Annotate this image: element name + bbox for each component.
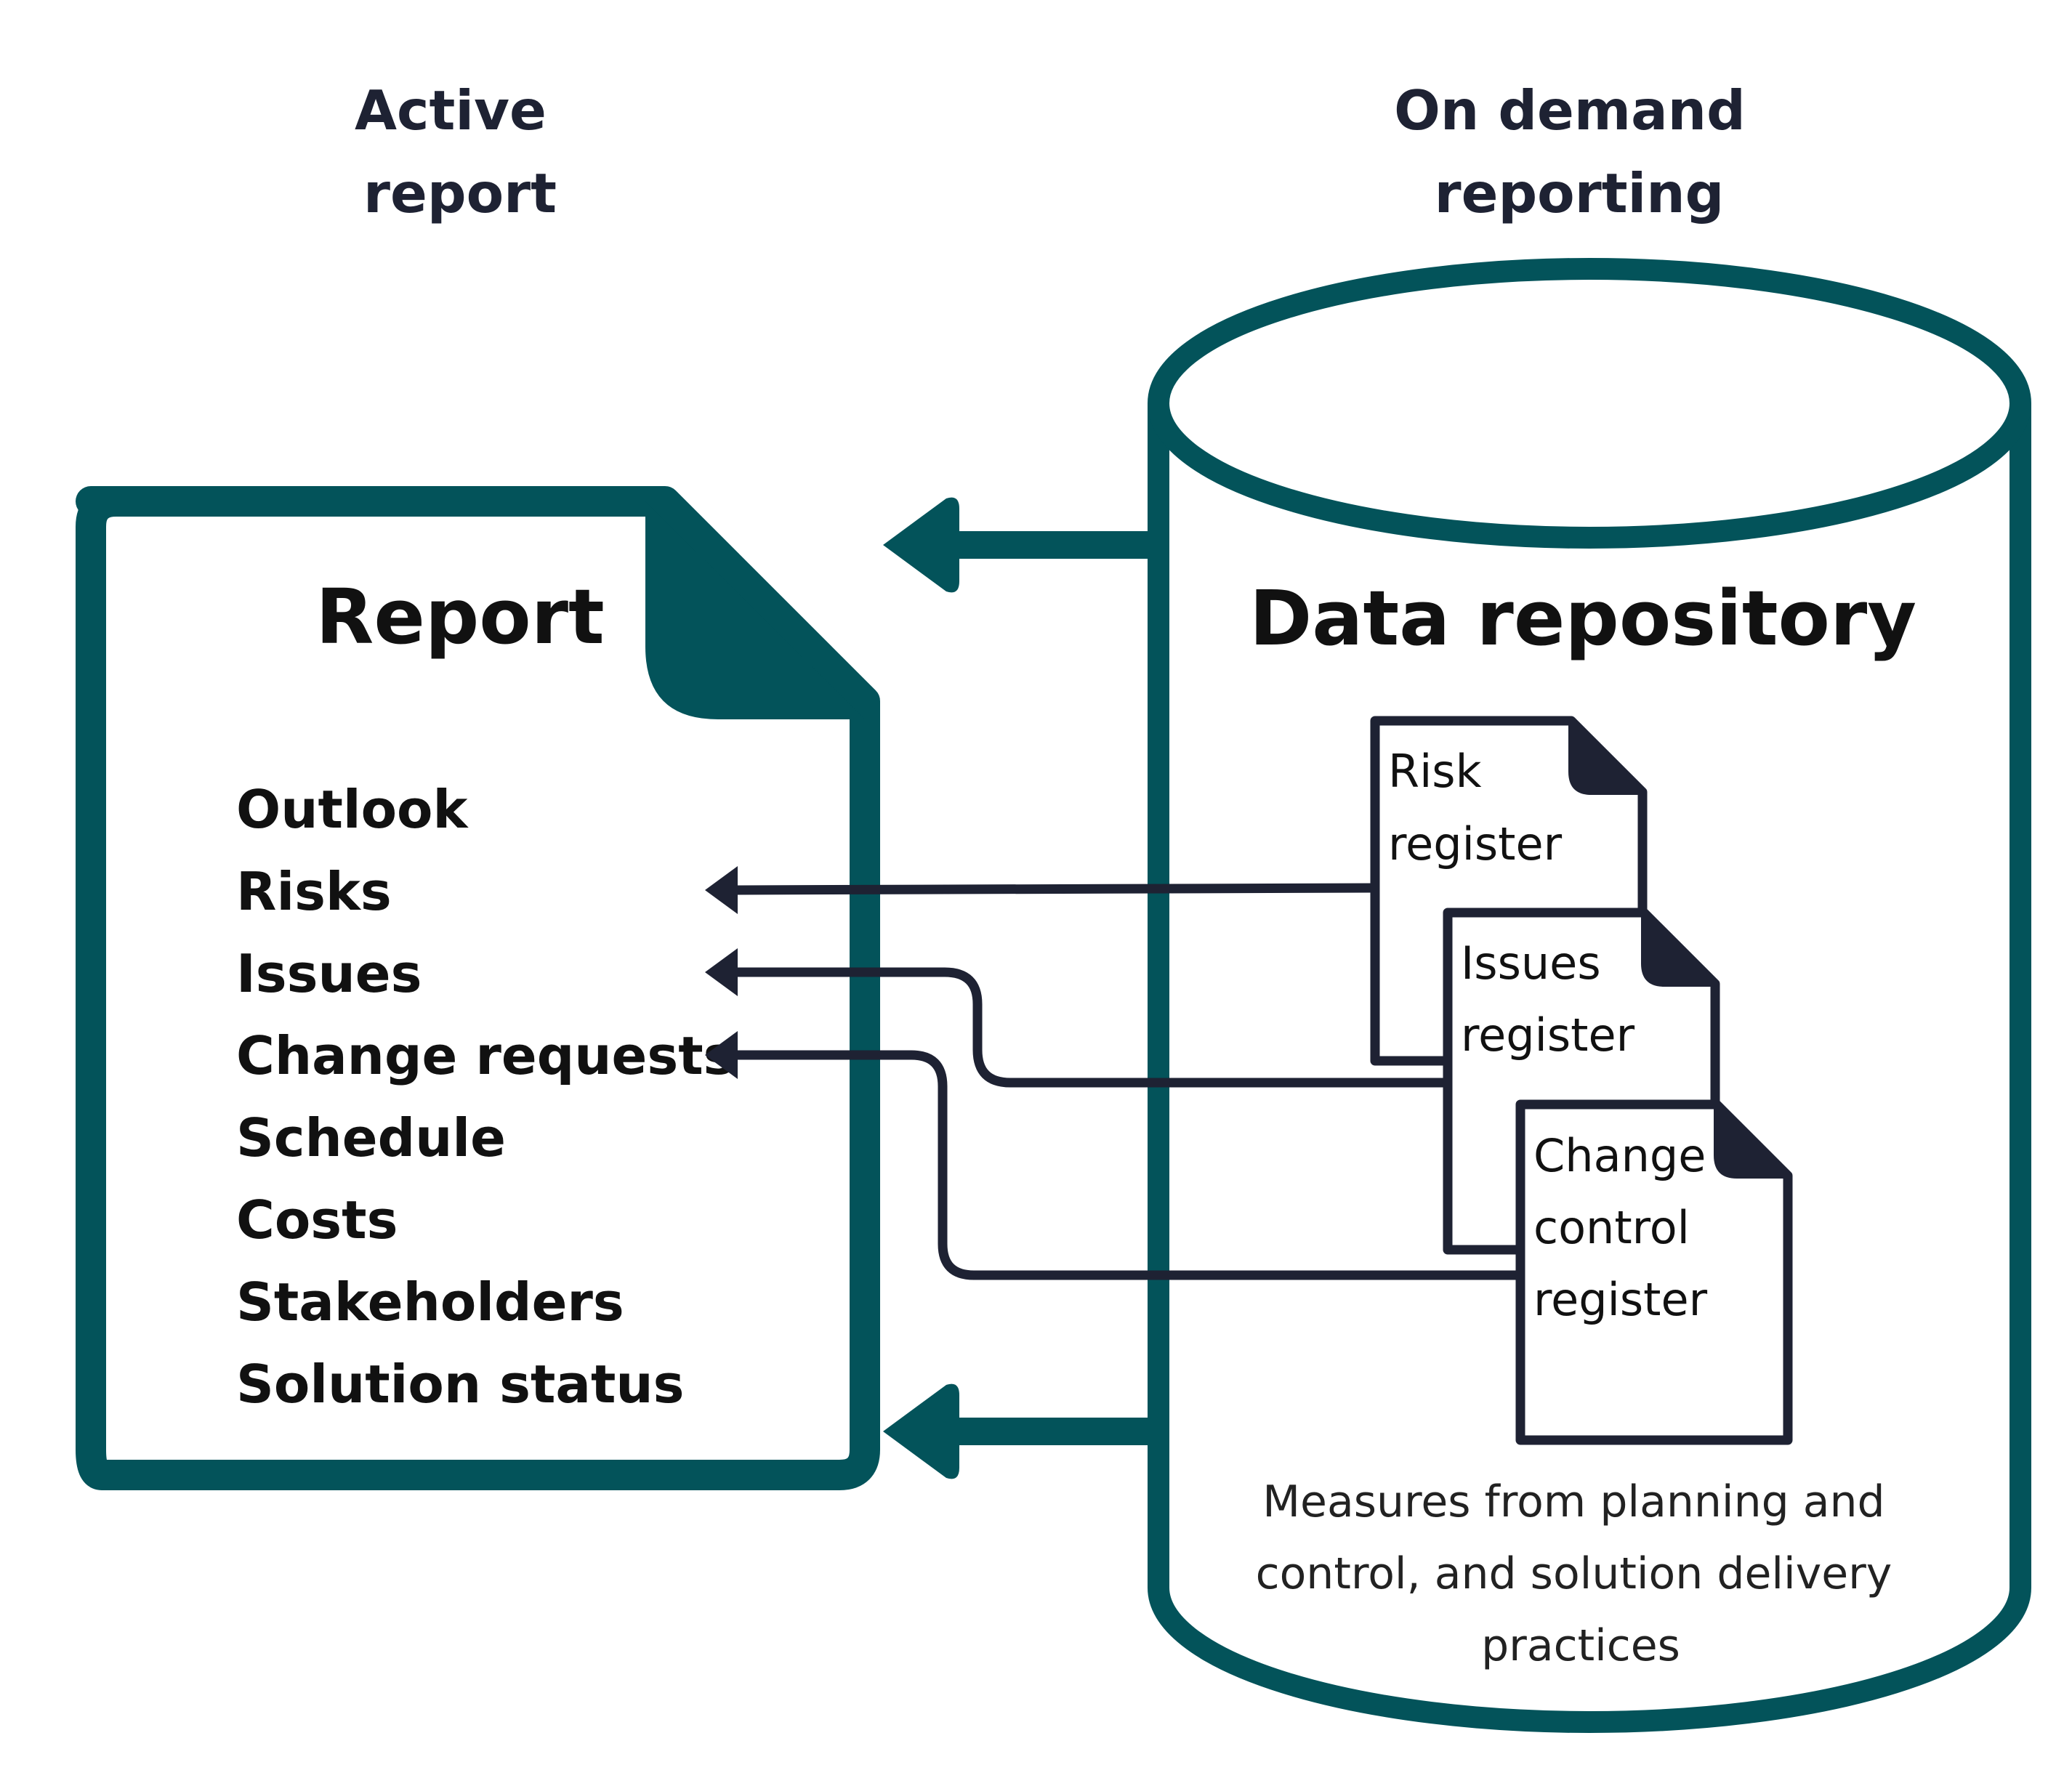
report-title: Report	[315, 573, 605, 661]
arrow-head-icon	[705, 866, 738, 914]
report-folded-corner-icon	[645, 501, 865, 719]
arrow-head-icon	[883, 1383, 959, 1479]
report-item-schedule: Schedule	[236, 1107, 506, 1168]
report-items-list: Outlook Risks Issues Change requests Sch…	[236, 779, 753, 1415]
change-control-register-connector	[705, 1031, 1519, 1280]
report-item-risks: Risks	[236, 861, 392, 922]
arrow-head-icon	[883, 497, 959, 593]
change-control-register-line-3: register	[1533, 1273, 1708, 1326]
issues-register-line-2: register	[1461, 1009, 1635, 1062]
active-heading-line-1: Active	[355, 78, 547, 142]
report-item-solution-status: Solution status	[236, 1354, 685, 1415]
data-repository-title: Data repository	[1249, 574, 1916, 663]
measures-line-2: control, and solution delivery	[1256, 1548, 1892, 1599]
cylinder-top-ellipse	[1148, 258, 2031, 549]
report-item-issues: Issues	[236, 943, 422, 1004]
repository-to-report-arrow-bottom	[883, 1383, 1158, 1479]
report-item-change-requests: Change requests	[236, 1025, 734, 1086]
active-heading-line-2: report	[363, 161, 557, 225]
document-fold-icon	[1568, 721, 1642, 795]
measures-caption: Measures from planning and control, and …	[1256, 1476, 1906, 1671]
document-fold-icon	[1714, 1104, 1788, 1179]
issues-register-connector	[705, 948, 1446, 1088]
data-repository-cylinder	[1148, 258, 2031, 1733]
report-document-icon	[76, 486, 880, 1490]
on-demand-reporting-heading: On demand reporting	[1394, 78, 1765, 225]
on-demand-heading-line-1: On demand	[1394, 78, 1746, 142]
arrow-head-icon	[705, 948, 738, 996]
risk-register-line-2: register	[1388, 817, 1563, 870]
document-fold-icon	[1641, 913, 1715, 987]
risk-register-connector	[705, 866, 1374, 914]
risk-register-line-1: Risk	[1388, 745, 1482, 798]
active-report-heading: Active report	[355, 78, 565, 225]
report-item-stakeholders: Stakeholders	[236, 1272, 624, 1333]
arrow-head-icon	[705, 1031, 738, 1079]
on-demand-heading-line-2: reporting	[1435, 161, 1725, 225]
repository-to-report-arrow-top	[883, 497, 1158, 593]
change-control-register-label: Change control register	[1533, 1129, 1720, 1326]
report-item-outlook: Outlook	[236, 779, 469, 840]
measures-line-1: Measures from planning and	[1262, 1476, 1884, 1527]
issues-register-line-1: Issues	[1461, 937, 1601, 990]
change-control-register-document: Change control register	[1515, 1099, 1793, 1445]
cylinder-body	[1148, 403, 2031, 1733]
change-control-register-line-2: control	[1533, 1201, 1690, 1254]
change-control-register-document-icon	[1515, 1099, 1793, 1445]
report-item-costs: Costs	[236, 1189, 398, 1250]
risk-register-label: Risk register	[1388, 745, 1563, 870]
change-control-register-line-1: Change	[1533, 1129, 1706, 1182]
measures-line-3: practices	[1481, 1620, 1680, 1671]
issues-register-label: Issues register	[1461, 937, 1635, 1062]
